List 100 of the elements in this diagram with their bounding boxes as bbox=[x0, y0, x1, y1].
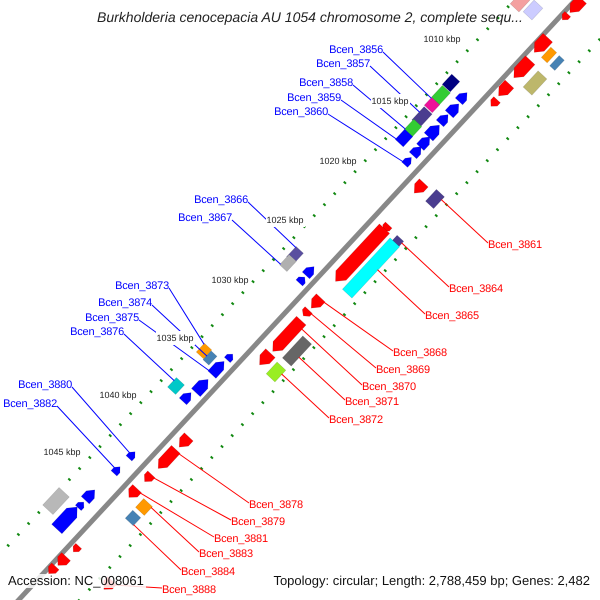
gene-pentagon bbox=[74, 502, 84, 512]
gene-box bbox=[522, 70, 548, 96]
gene-box bbox=[442, 74, 460, 92]
gene-pentagon bbox=[514, 55, 536, 78]
gene-label: Bcen_3881 bbox=[214, 532, 268, 546]
leader-line bbox=[56, 406, 115, 468]
gene-label: Bcen_3883 bbox=[199, 547, 253, 561]
leader-line bbox=[133, 524, 182, 570]
leader-line bbox=[301, 328, 362, 386]
leader-line bbox=[401, 242, 450, 288]
gene-label: Bcen_3869 bbox=[376, 363, 430, 377]
leader-line bbox=[140, 492, 214, 538]
gene-pentagon bbox=[191, 379, 208, 398]
gene-pentagon bbox=[126, 451, 136, 462]
leader-line bbox=[382, 52, 432, 99]
gene-label: Bcen_3860 bbox=[274, 105, 328, 119]
gene-box bbox=[135, 498, 153, 516]
accession-text: Accession: NC_008061 bbox=[6, 574, 146, 588]
gene-box bbox=[167, 377, 185, 395]
leader-line bbox=[281, 374, 330, 418]
gene-label: Bcen_3868 bbox=[393, 346, 447, 360]
gene-label: Bcen_3874 bbox=[98, 296, 152, 310]
gene-label: Bcen_3871 bbox=[345, 395, 399, 409]
gene-box bbox=[202, 350, 218, 366]
gene-label: Bcen_3866 bbox=[194, 193, 248, 207]
gene-pentagon bbox=[436, 114, 448, 128]
gene-label: Bcen_3865 bbox=[425, 309, 479, 323]
gene-label: Bcen_3882 bbox=[3, 397, 57, 411]
topology-text: Topology: circular; Length: 2,788,459 bp; Genes: 2,482 bbox=[271, 574, 592, 588]
gene-pentagon bbox=[562, 10, 572, 20]
leader-line bbox=[72, 386, 130, 454]
gene-pentagon bbox=[490, 96, 501, 107]
leader-line bbox=[232, 220, 282, 265]
gene-pentagon bbox=[272, 316, 306, 352]
gene-pentagon bbox=[310, 293, 326, 308]
gene-pentagon bbox=[335, 223, 390, 282]
gene-box bbox=[124, 510, 142, 526]
gene-pentagon bbox=[401, 156, 412, 168]
gene-box bbox=[424, 96, 440, 114]
gene-label: Bcen_3872 bbox=[329, 413, 383, 427]
map-title: Burkholderia cenocepacia AU 1054 chromosome 2, complete sequ... bbox=[97, 10, 523, 24]
gene-label: Bcen_3875 bbox=[85, 311, 139, 325]
gene-label: Bcen_3857 bbox=[316, 57, 370, 71]
leader-line bbox=[310, 313, 376, 368]
gene-box bbox=[431, 84, 451, 106]
gene-pentagon bbox=[259, 348, 276, 366]
gene-pentagon bbox=[296, 276, 306, 286]
gene-pentagon bbox=[207, 361, 224, 379]
gene-pentagon bbox=[224, 354, 234, 364]
gene-box bbox=[42, 487, 70, 515]
gene-label: Bcen_3876 bbox=[70, 325, 124, 339]
gene-pentagon bbox=[302, 306, 313, 317]
leader-line bbox=[150, 507, 200, 552]
gene-box bbox=[282, 336, 312, 366]
gene-pentagon bbox=[408, 146, 422, 160]
gene-pentagon bbox=[72, 542, 82, 552]
leader-line bbox=[328, 114, 404, 162]
gene-label: Bcen_3888 bbox=[162, 583, 216, 597]
gene-label: Bcen_3880 bbox=[18, 378, 72, 392]
leader-line bbox=[154, 478, 232, 520]
gene-label: Bcen_3870 bbox=[362, 380, 416, 394]
gene-box bbox=[404, 118, 422, 138]
gene-pentagon bbox=[454, 92, 468, 106]
gene-box bbox=[522, 0, 544, 20]
gene-label: Bcen_3864 bbox=[449, 282, 503, 296]
gene-label: Bcen_3861 bbox=[488, 238, 542, 252]
scale-label: 1035 kbp bbox=[156, 331, 195, 345]
leader-line bbox=[298, 356, 346, 400]
gene-box bbox=[394, 128, 414, 148]
gene-pentagon bbox=[128, 484, 142, 498]
gene-box bbox=[549, 55, 565, 71]
leader-line bbox=[340, 100, 397, 140]
leader-line bbox=[124, 334, 175, 382]
gene-label: Bcen_3867 bbox=[178, 211, 232, 225]
gene-box bbox=[540, 46, 558, 64]
gene-pentagon bbox=[424, 124, 440, 142]
gene-label: Bcen_3878 bbox=[249, 498, 303, 512]
gene-label: Bcen_3856 bbox=[329, 43, 383, 57]
gene-pentagon bbox=[80, 490, 96, 504]
gene-pentagon bbox=[158, 444, 181, 469]
gene-pentagon bbox=[414, 178, 429, 194]
gene-pentagon bbox=[51, 506, 78, 534]
gene-box bbox=[510, 0, 530, 12]
gene-pentagon bbox=[178, 432, 194, 448]
gene-label: Bcen_3873 bbox=[115, 279, 169, 293]
gene-box bbox=[279, 254, 297, 272]
scale-label: 1015 kbp bbox=[370, 94, 410, 108]
gene-pentagon bbox=[178, 392, 192, 406]
gene-pentagon bbox=[444, 104, 460, 118]
gene-label: Bcen_3858 bbox=[299, 76, 353, 90]
leader-line bbox=[377, 269, 426, 314]
gene-label: Bcen_3884 bbox=[181, 565, 235, 579]
gene-pentagon bbox=[416, 136, 430, 151]
gene-box bbox=[342, 238, 400, 298]
gene-pentagon bbox=[302, 266, 314, 280]
gene-box bbox=[425, 188, 445, 210]
gene-pentagon bbox=[144, 470, 156, 482]
gene-pentagon bbox=[57, 552, 71, 566]
leader-line bbox=[178, 454, 250, 504]
gene-pentagon bbox=[570, 0, 587, 13]
